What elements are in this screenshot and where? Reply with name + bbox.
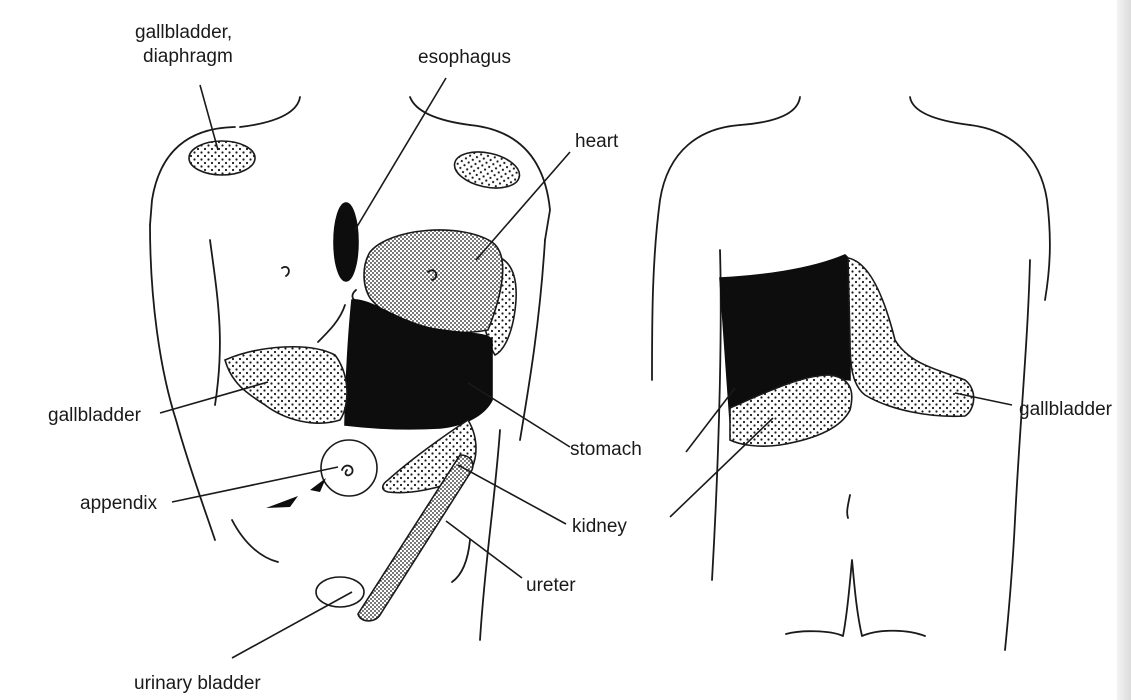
back-neck-right xyxy=(910,97,970,125)
label-gallbladder-front: gallbladder xyxy=(48,405,142,426)
back-torso-outline xyxy=(652,97,1050,650)
leader-kidney xyxy=(458,465,566,524)
front-neck-left xyxy=(240,97,300,127)
front-chest-line xyxy=(318,305,345,342)
label-kidney: kidney xyxy=(572,516,627,537)
zone-right-shoulder-gallbladder-diaphragm xyxy=(189,141,255,175)
appendix-arrow-1 xyxy=(310,478,326,492)
back-side-left xyxy=(712,250,721,580)
zone-left-shoulder xyxy=(451,147,523,194)
zone-esophagus xyxy=(334,203,358,281)
leader-ureter xyxy=(446,521,522,578)
label-gallbladder-diaphragm-line2: diaphragm xyxy=(143,46,233,67)
label-esophagus: esophagus xyxy=(418,47,511,68)
front-right-nipple xyxy=(282,267,289,276)
front-side-right xyxy=(480,430,500,640)
back-side-right xyxy=(1005,260,1030,650)
label-ureter: ureter xyxy=(526,575,576,596)
label-stomach: stomach xyxy=(570,439,642,460)
label-urinary-bladder: urinary bladder xyxy=(134,673,261,694)
leader-esophagus xyxy=(355,78,446,230)
label-gallbladder-back: gallbladder xyxy=(1019,399,1113,420)
front-arm-right xyxy=(520,240,545,440)
leader-stomach xyxy=(468,383,570,447)
front-arm-left xyxy=(150,225,215,540)
label-appendix: appendix xyxy=(80,493,158,514)
back-shoulder-right xyxy=(970,125,1050,300)
front-armpit-left xyxy=(210,240,220,405)
leader-gallbladder-diaphragm xyxy=(200,85,218,150)
front-hip-left xyxy=(232,520,278,562)
front-midline xyxy=(352,290,356,300)
leader-urinary-bladder xyxy=(232,592,352,658)
leader-stomach-back xyxy=(686,388,735,452)
front-zones xyxy=(189,141,523,621)
appendix-arrow-2 xyxy=(266,496,298,508)
front-neck-right xyxy=(410,97,470,125)
label-gallbladder-diaphragm-line1: gallbladder, xyxy=(135,22,232,43)
zone-gallbladder-front xyxy=(225,347,347,423)
front-hip-right xyxy=(452,540,470,582)
zone-gallbladder-back xyxy=(848,258,974,416)
back-spine-mark xyxy=(847,495,850,518)
back-zones xyxy=(720,255,974,446)
label-heart: heart xyxy=(575,131,619,152)
back-neck-left xyxy=(740,97,800,125)
leader-kidney-back xyxy=(670,418,773,517)
page-edge-shadow xyxy=(1117,0,1131,700)
back-buttocks xyxy=(786,560,925,636)
leader-gallbladder-front xyxy=(160,382,268,413)
zone-urinary-bladder xyxy=(316,577,364,607)
